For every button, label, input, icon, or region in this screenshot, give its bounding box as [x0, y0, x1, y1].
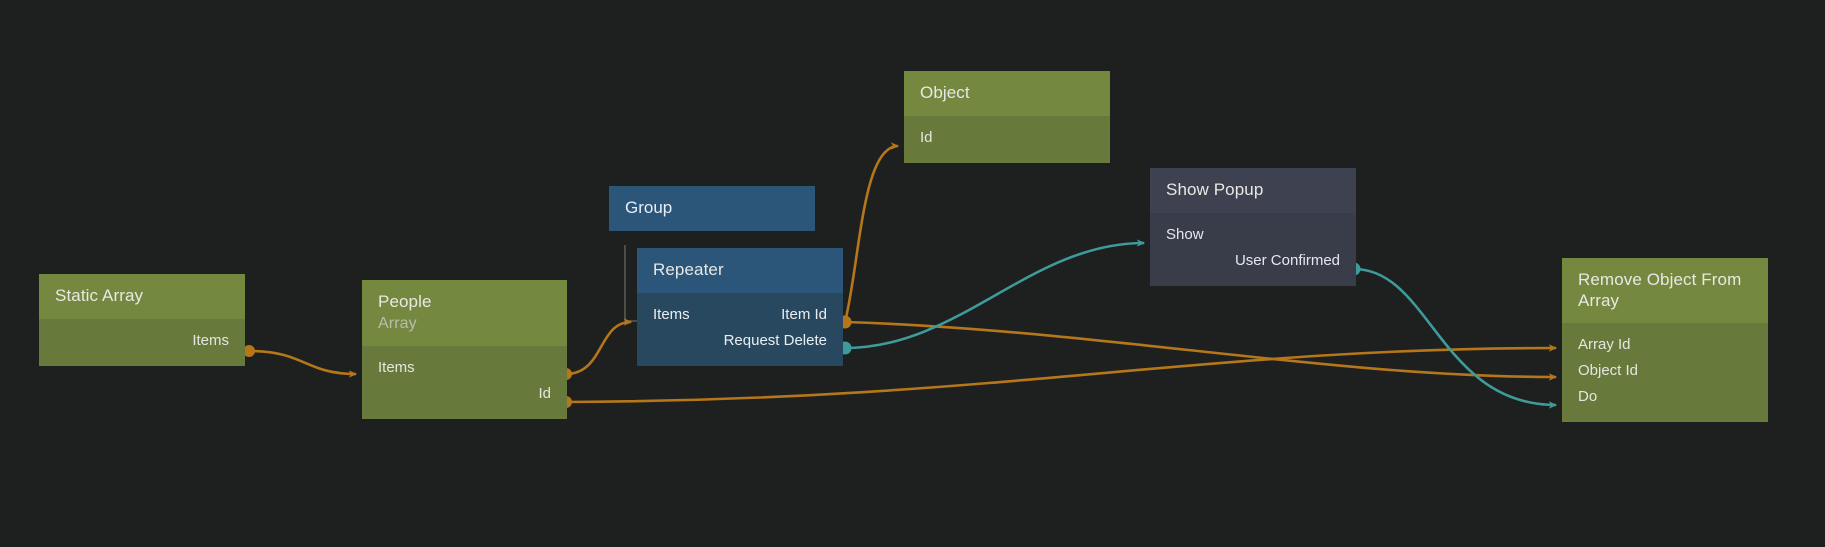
node-subtitle-text: Array: [378, 314, 417, 332]
node-ports: Items Id: [362, 345, 567, 419]
port-label: Id: [538, 384, 551, 402]
node-title: Show Popup: [1150, 168, 1356, 213]
port-label: User Confirmed: [1234, 251, 1340, 269]
port-label: Array Id: [1578, 336, 1631, 354]
port-in-array-id[interactable]: Array Id: [1562, 332, 1768, 358]
node-title: Object: [904, 71, 1110, 116]
node-static-array[interactable]: Static Array Items: [39, 274, 245, 366]
port-label: Object Id: [1578, 362, 1639, 380]
node-show-popup[interactable]: Show Popup Show User Confirmed: [1150, 168, 1356, 286]
node-title: Repeater: [637, 248, 843, 293]
port-label: Items: [653, 305, 690, 323]
node-ports: Show User Confirmed: [1150, 212, 1356, 286]
group-title-text: Group: [625, 198, 673, 217]
node-ports: Id: [904, 115, 1110, 163]
wire-repeater-itemid-to-object-id: [838, 142, 900, 329]
node-title: People Array: [362, 280, 567, 346]
port-in-show[interactable]: Show: [1150, 222, 1356, 248]
node-repeater[interactable]: Repeater Items Item Id Request Delete: [637, 248, 843, 366]
node-title-text: Object: [920, 83, 970, 102]
node-remove-object-from-array[interactable]: Remove Object From Array Array Id Object…: [1562, 258, 1768, 423]
port-out-user-confirmed[interactable]: User Confirmed: [1150, 248, 1356, 274]
node-title-text: Static Array: [55, 286, 144, 305]
node-object[interactable]: Object Id: [904, 71, 1110, 163]
port-label: Id: [920, 128, 933, 146]
port-label: Show: [1166, 225, 1204, 243]
node-title: Static Array: [39, 274, 245, 319]
node-title-text: Show Popup: [1166, 180, 1264, 199]
port-out-id[interactable]: Id: [362, 381, 567, 407]
node-title-text: Remove Object From Array: [1578, 270, 1742, 310]
wire-static-items-to-people-items: [243, 345, 358, 378]
port-out-items[interactable]: Items: [39, 328, 245, 354]
node-title-text: People: [378, 292, 432, 311]
port-in-items[interactable]: Items Item Id: [637, 302, 843, 328]
port-out-item-id-label[interactable]: Item Id: [781, 305, 827, 323]
wire-repeater-itemid-to-remove-objectid: [844, 320, 1558, 381]
port-label: Request Delete: [723, 331, 827, 349]
node-title: Remove Object From Array: [1562, 258, 1768, 324]
port-in-items[interactable]: Items: [362, 355, 567, 381]
node-ports: Array Id Object Id Do: [1562, 323, 1768, 423]
port-label: Items: [378, 358, 415, 376]
port-in-id[interactable]: Id: [904, 125, 1110, 151]
node-title-text: Repeater: [653, 260, 724, 279]
port-in-object-id[interactable]: Object Id: [1562, 358, 1768, 384]
node-people[interactable]: People Array Items Id: [362, 280, 567, 419]
port-in-do[interactable]: Do: [1562, 384, 1768, 410]
wire-people-items-to-repeater-items: [560, 318, 633, 380]
node-group[interactable]: Group: [609, 186, 815, 231]
port-out-request-delete[interactable]: Request Delete: [637, 328, 843, 354]
node-ports: Items Item Id Request Delete: [637, 292, 843, 366]
group-title: Group: [609, 186, 815, 231]
port-label: Items: [192, 331, 229, 349]
wire-repeater-requestdelete-to-showpopup-show: [838, 239, 1146, 355]
node-ports: Items: [39, 318, 245, 366]
port-label: Do: [1578, 388, 1598, 406]
wire-showpopup-userconfirmed-to-remove-do: [1347, 262, 1558, 409]
